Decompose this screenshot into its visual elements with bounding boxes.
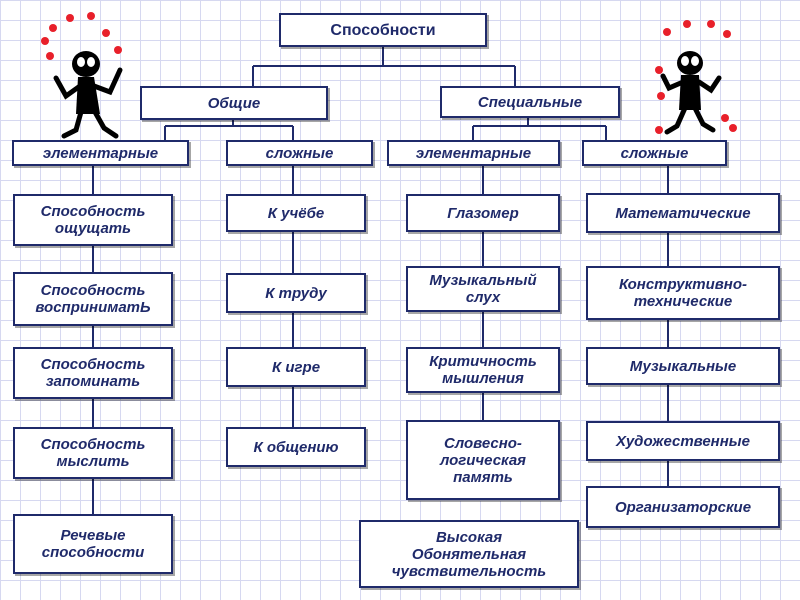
item-sense: Способность ощущать	[13, 194, 173, 246]
item-speech: Речевые способности	[13, 514, 173, 574]
item-verbal-memory: Словесно- логическая память	[406, 420, 560, 500]
item-perceive: Способность восприниматЬ	[13, 272, 173, 326]
root-node: Способности	[279, 13, 487, 47]
branch-special: Специальные	[440, 86, 620, 118]
item-eye-estimate: Глазомер	[406, 194, 560, 232]
item-communication: К общению	[226, 427, 366, 467]
item-mathematical: Математические	[586, 193, 780, 233]
item-smell-sensitivity: Высокая Обонятельная чувствительность	[359, 520, 579, 588]
item-play: К игре	[226, 347, 366, 387]
item-critical-thinking: Критичность мышления	[406, 347, 560, 393]
item-remember: Способность запоминать	[13, 347, 173, 399]
item-musical: Музыкальные	[586, 347, 780, 385]
category-special-elementary: элементарные	[387, 140, 560, 166]
category-general-elementary: элементарные	[12, 140, 189, 166]
item-musical-ear: Музыкальный слух	[406, 266, 560, 312]
item-organizational: Организаторские	[586, 486, 780, 528]
item-artistic: Художественные	[586, 421, 780, 461]
item-labor: К труду	[226, 273, 366, 313]
item-study: К учёбе	[226, 194, 366, 232]
item-think: Способность мыслить	[13, 427, 173, 479]
item-technical: Конструктивно- технические	[586, 266, 780, 320]
juggler-figure-right	[655, 20, 737, 135]
juggler-figure-left	[41, 12, 123, 139]
category-general-complex: сложные	[226, 140, 373, 166]
category-special-complex: сложные	[582, 140, 727, 166]
branch-general: Общие	[140, 86, 328, 120]
